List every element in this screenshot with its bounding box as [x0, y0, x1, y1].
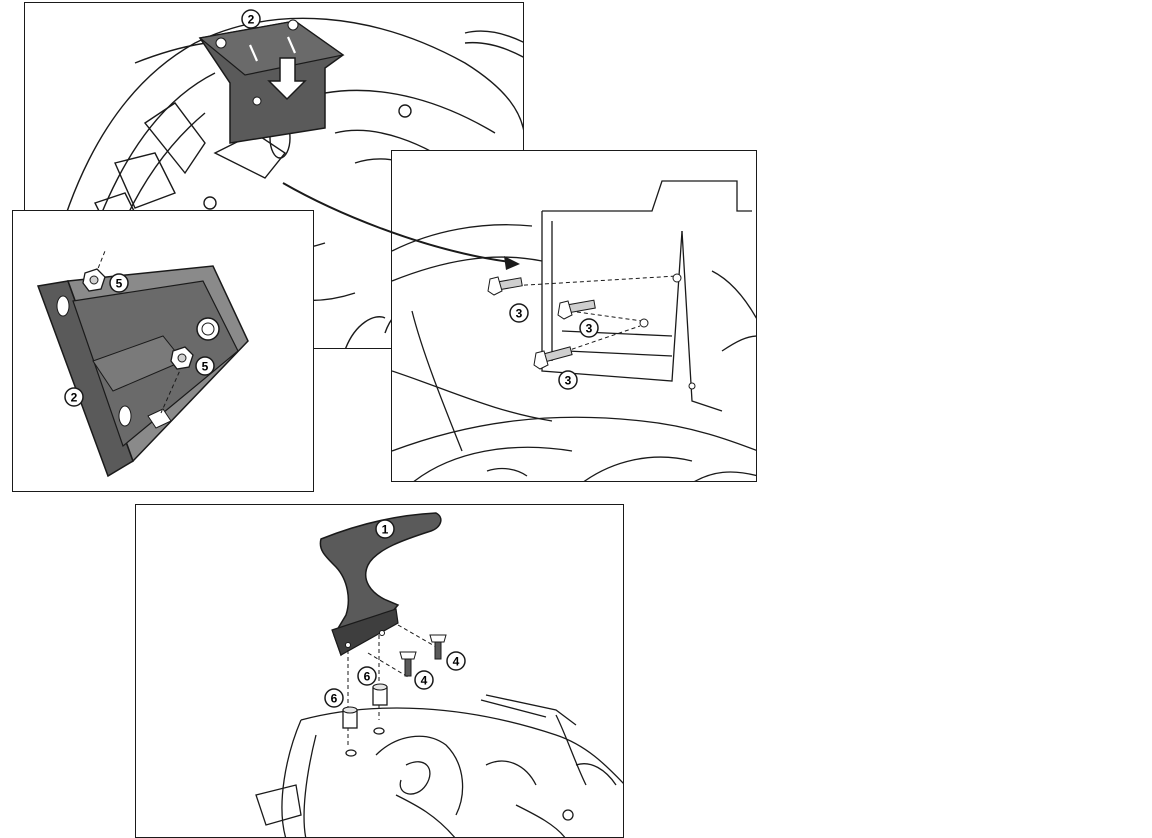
mounting-plate-2-detail — [36, 265, 249, 478]
bolt-3a — [487, 276, 523, 296]
bolt-3c — [533, 346, 573, 370]
callout-part-2-detail: 2 — [64, 387, 84, 407]
svg-text:3: 3 — [565, 374, 572, 388]
callout-part-1: 1 — [375, 519, 395, 539]
panel-rack-installation-view: 1 4 4 6 6 — [135, 504, 624, 838]
spacer-6b — [372, 683, 388, 706]
callout-part-3a: 3 — [509, 303, 529, 323]
callout-part-4a: 4 — [446, 651, 466, 671]
callout-part-5a: 5 — [109, 273, 129, 293]
svg-text:3: 3 — [586, 322, 593, 336]
down-arrow-icon — [267, 57, 307, 101]
plate-detail-drawing: 5 5 2 — [36, 250, 249, 478]
svg-text:3: 3 — [516, 307, 523, 321]
rack-installation-drawing: 1 4 4 6 6 — [255, 512, 623, 837]
bolt-3b — [557, 299, 596, 320]
panel-bolt-installation-view: 3 3 3 — [391, 150, 757, 482]
callout-part-3b: 3 — [579, 318, 599, 338]
svg-text:6: 6 — [364, 670, 371, 684]
rack-part-1 — [319, 512, 442, 657]
callout-part-6a: 6 — [357, 666, 377, 686]
screw-4a — [429, 634, 447, 660]
callout-part-5b: 5 — [195, 356, 215, 376]
panel-plate-detail-view: 5 5 2 — [12, 210, 314, 492]
svg-text:4: 4 — [453, 655, 460, 669]
callout-part-4b: 4 — [414, 670, 434, 690]
callout-part-6b: 6 — [324, 688, 344, 708]
svg-text:4: 4 — [421, 674, 428, 688]
bolt-installation-drawing: 3 3 3 — [392, 180, 756, 481]
spacer-6a — [342, 706, 358, 729]
svg-text:5: 5 — [116, 277, 123, 291]
callout-part-3c: 3 — [558, 370, 578, 390]
nut-5a — [82, 268, 106, 292]
screw-4b — [399, 651, 417, 677]
callout-part-2: 2 — [241, 9, 261, 29]
svg-text:6: 6 — [331, 692, 338, 706]
svg-text:1: 1 — [382, 523, 389, 537]
svg-text:5: 5 — [202, 360, 209, 374]
fender-drawing: 2 — [34, 9, 523, 348]
svg-text:2: 2 — [248, 13, 255, 27]
nut-5b — [170, 346, 194, 370]
svg-text:2: 2 — [71, 391, 78, 405]
